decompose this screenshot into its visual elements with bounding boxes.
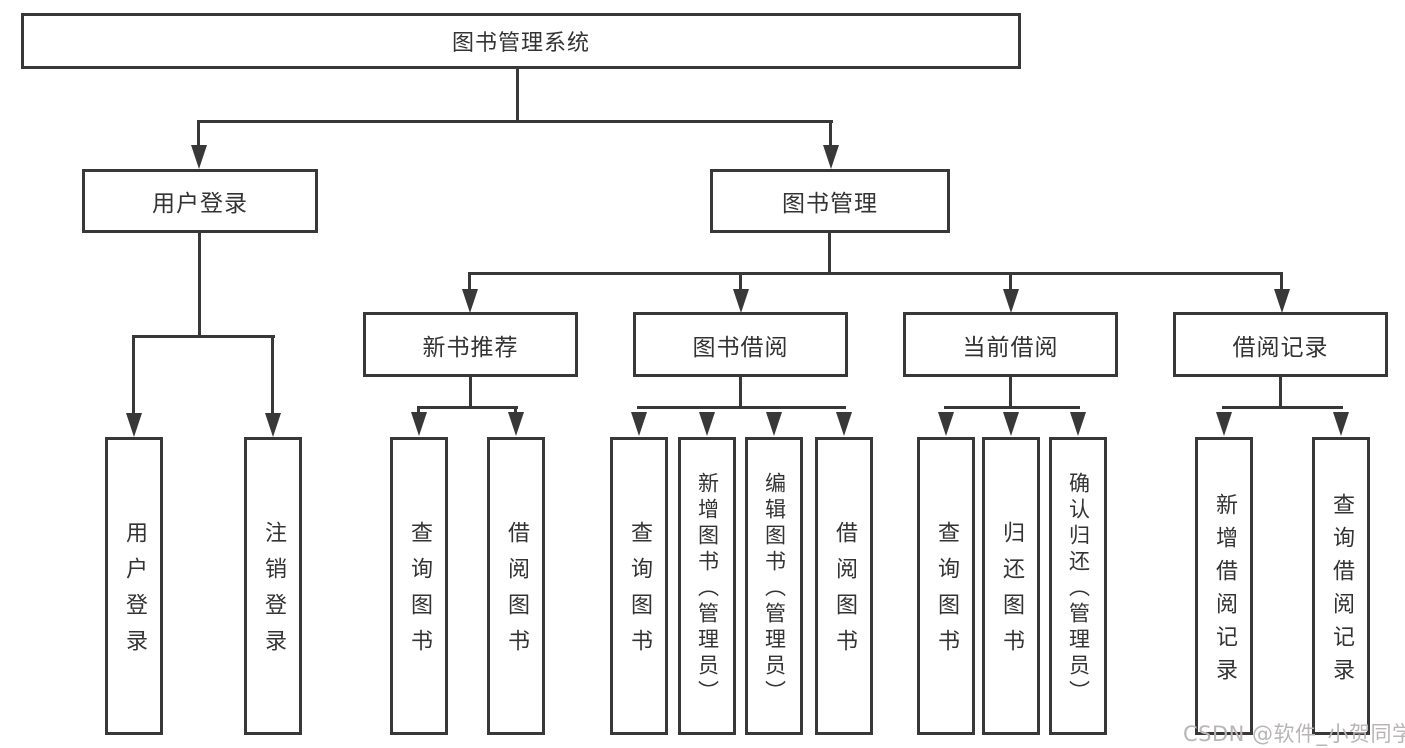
- connector-g4-stub: [1009, 376, 1012, 408]
- arrow-down-icon: [938, 412, 954, 436]
- connector-bookmgmt-drop1: [468, 272, 471, 292]
- leaf-query-books-current: 查询图书: [917, 437, 975, 735]
- arrow-down-icon: [1003, 412, 1019, 436]
- connector-userlogin-drop1: [132, 335, 135, 415]
- arrow-down-icon: [1333, 412, 1349, 436]
- leaf-label: 查询借阅记录: [1329, 492, 1354, 691]
- node-label: 借阅记录: [1232, 334, 1329, 361]
- connector-g5-horizontal: [1222, 406, 1343, 409]
- node-label: 新书推荐: [422, 334, 519, 361]
- leaf-label: 新增图书（管理员）: [695, 471, 720, 706]
- node-book-borrow: 图书借阅: [633, 312, 848, 377]
- leaf-borrow-books: 借阅图书: [815, 437, 873, 735]
- connector-bookmgmt-drop2: [739, 272, 742, 292]
- connector-bookmgmt-drop4: [1280, 272, 1283, 292]
- connector-bookmgmt-horizontal: [468, 272, 1283, 275]
- node-user-login: 用户登录: [82, 169, 318, 233]
- leaf-query-books-recommend: 查询图书: [390, 437, 448, 735]
- leaf-label: 查询图书: [407, 521, 432, 665]
- node-book-management: 图书管理: [710, 169, 950, 233]
- node-borrow-record: 借阅记录: [1173, 312, 1388, 377]
- leaf-query-books-borrow: 查询图书: [610, 437, 668, 735]
- arrow-down-icon: [733, 289, 749, 313]
- arrow-down-icon: [823, 145, 839, 169]
- arrow-down-icon: [699, 412, 715, 436]
- connector-g2-horizontal: [417, 406, 518, 409]
- leaf-label: 注销登录: [261, 521, 286, 665]
- leaf-borrow-books-recommend: 借阅图书: [487, 437, 545, 735]
- connector-g3-stub: [739, 376, 742, 408]
- connector-l1-stub-left: [197, 120, 200, 147]
- arrow-down-icon: [1003, 289, 1019, 313]
- node-label: 图书借阅: [692, 334, 789, 361]
- arrow-down-icon: [836, 412, 852, 436]
- connector-userlogin-stub: [198, 232, 201, 337]
- node-label: 用户登录: [152, 191, 248, 217]
- leaf-logout: 注销登录: [244, 437, 302, 735]
- leaf-label: 确认归还（管理员）: [1066, 471, 1091, 706]
- connector-g2-drop1: [417, 406, 420, 416]
- leaf-edit-books-admin: 编辑图书（管理员）: [745, 437, 803, 735]
- leaf-return-books: 归还图书: [982, 437, 1040, 735]
- arrow-down-icon: [462, 289, 478, 313]
- connector-l1-stub-right: [829, 120, 832, 147]
- node-new-book-recommend: 新书推荐: [363, 312, 578, 377]
- arrow-down-icon: [126, 413, 142, 437]
- connector-bookmgmt-drop3: [1009, 272, 1012, 292]
- leaf-label: 新增借阅记录: [1212, 492, 1237, 691]
- connector-l1-horizontal: [197, 120, 833, 123]
- connector-g3-horizontal: [637, 406, 846, 409]
- arrow-down-icon: [631, 412, 647, 436]
- watermark-text: CSDN @软件_小贺同学: [1183, 722, 1405, 746]
- connector-g4-horizontal: [944, 406, 1080, 409]
- arrow-down-icon: [411, 412, 427, 436]
- node-current-borrow: 当前借阅: [903, 312, 1118, 377]
- connector-root-stub: [516, 68, 519, 123]
- leaf-label: 编辑图书（管理员）: [762, 471, 787, 706]
- leaf-add-borrow-record: 新增借阅记录: [1195, 437, 1253, 735]
- connector-g2-drop2: [514, 406, 517, 416]
- leaf-user-login: 用户登录: [105, 437, 163, 735]
- node-root-system: 图书管理系统: [21, 13, 1021, 69]
- leaf-label: 查询图书: [627, 521, 652, 665]
- arrow-down-icon: [1070, 412, 1086, 436]
- node-label: 图书管理: [782, 191, 878, 217]
- node-label: 图书管理系统: [451, 31, 590, 56]
- node-label: 当前借阅: [962, 334, 1059, 361]
- leaf-confirm-return-admin: 确认归还（管理员）: [1049, 437, 1107, 735]
- arrow-down-icon: [1274, 289, 1290, 313]
- leaf-label: 查询图书: [934, 521, 959, 665]
- arrow-down-icon: [265, 413, 281, 437]
- arrow-down-icon: [508, 412, 524, 436]
- connector-bookmgmt-stub: [828, 232, 831, 274]
- leaf-label: 借阅图书: [504, 521, 529, 665]
- connector-userlogin-drop2: [271, 335, 274, 415]
- arrow-down-icon: [1216, 412, 1232, 436]
- leaf-label: 借阅图书: [832, 521, 857, 665]
- connector-userlogin-horizontal: [132, 335, 275, 338]
- connector-g5-stub: [1279, 376, 1282, 408]
- connector-g2-stub: [469, 376, 472, 408]
- leaf-add-books-admin: 新增图书（管理员）: [678, 437, 736, 735]
- arrow-down-icon: [766, 412, 782, 436]
- arrow-down-icon: [191, 145, 207, 169]
- leaf-label: 用户登录: [122, 521, 147, 665]
- leaf-label: 归还图书: [999, 521, 1024, 665]
- leaf-query-borrow-record: 查询借阅记录: [1312, 437, 1370, 735]
